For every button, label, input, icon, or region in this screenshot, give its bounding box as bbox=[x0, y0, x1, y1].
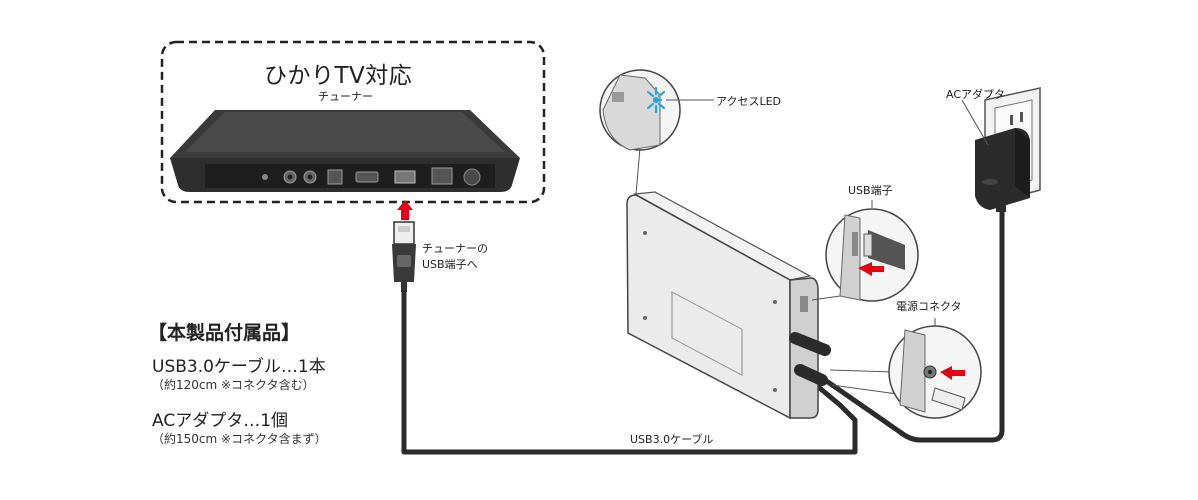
accessory-item-note: （約150cm ※コネクタ含まず） bbox=[152, 432, 327, 446]
tuner-device bbox=[170, 110, 520, 192]
accessory-item-note: （約120cm ※コネクタ含む） bbox=[152, 378, 315, 392]
usb-to-tuner-label-2: USB端子へ bbox=[422, 258, 478, 271]
usb-plug bbox=[392, 221, 416, 292]
tuner-usb-port bbox=[394, 170, 416, 184]
usb-insert-arrow bbox=[397, 200, 413, 220]
power-connector-callout bbox=[829, 318, 982, 419]
usb-port-callout bbox=[811, 200, 919, 302]
access-led-callout bbox=[599, 69, 714, 151]
ac-cord bbox=[823, 205, 1005, 443]
access-led-label: アクセスLED bbox=[716, 95, 781, 108]
accessory-item-name: ACアダプタ…1個 bbox=[152, 411, 289, 431]
hdd-enclosure bbox=[626, 191, 819, 420]
tuner-frame bbox=[160, 40, 546, 204]
tuner-subtitle: チューナー bbox=[318, 90, 373, 103]
led-light bbox=[646, 86, 666, 114]
accessory-item-name: USB3.0ケーブル…1本 bbox=[152, 357, 326, 377]
ac-adapter-label: ACアダプタ bbox=[946, 88, 1006, 101]
usb-cable bbox=[401, 290, 858, 455]
cable-label: USB3.0ケーブル bbox=[630, 433, 714, 446]
accessories-heading: 【本製品付属品】 bbox=[148, 322, 301, 344]
ac-adapter bbox=[961, 99, 1030, 212]
power-connector-label: 電源コネクタ bbox=[896, 300, 962, 313]
usb-port-label: USB端子 bbox=[848, 184, 893, 197]
usb-to-tuner-label-1: チューナーの bbox=[422, 242, 488, 255]
tuner-title: ひかりTV対応 bbox=[264, 63, 413, 89]
